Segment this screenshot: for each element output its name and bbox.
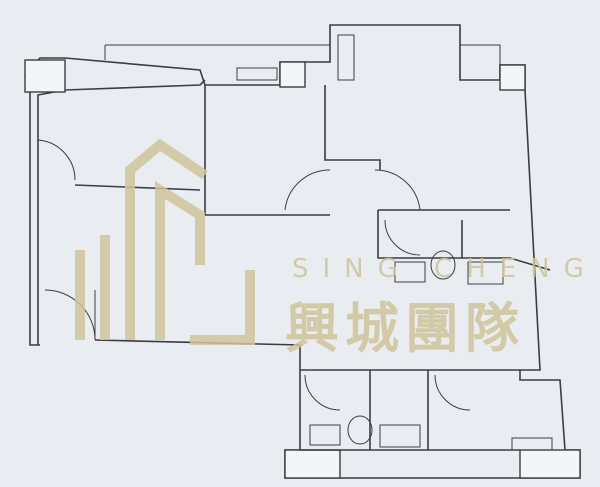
toilet-icon xyxy=(430,250,456,280)
column xyxy=(279,61,306,88)
watermark-english: SING CHENG xyxy=(292,254,598,284)
vanity-icon xyxy=(379,424,421,448)
toilet-icon xyxy=(347,415,373,445)
column xyxy=(519,449,581,479)
column xyxy=(499,64,526,91)
logo-mark xyxy=(75,138,255,345)
fixtures xyxy=(309,250,553,451)
interior-walls xyxy=(74,85,551,451)
watermark-chinese: 興城團隊 xyxy=(285,297,525,360)
sink-icon xyxy=(309,424,341,446)
balcony-door xyxy=(337,34,355,81)
sink-icon xyxy=(394,261,426,283)
column xyxy=(24,59,66,93)
window-ac xyxy=(511,437,553,451)
exterior-walls xyxy=(24,24,581,479)
vanity-icon xyxy=(467,261,504,285)
column xyxy=(284,449,341,479)
window-ac xyxy=(236,67,278,81)
